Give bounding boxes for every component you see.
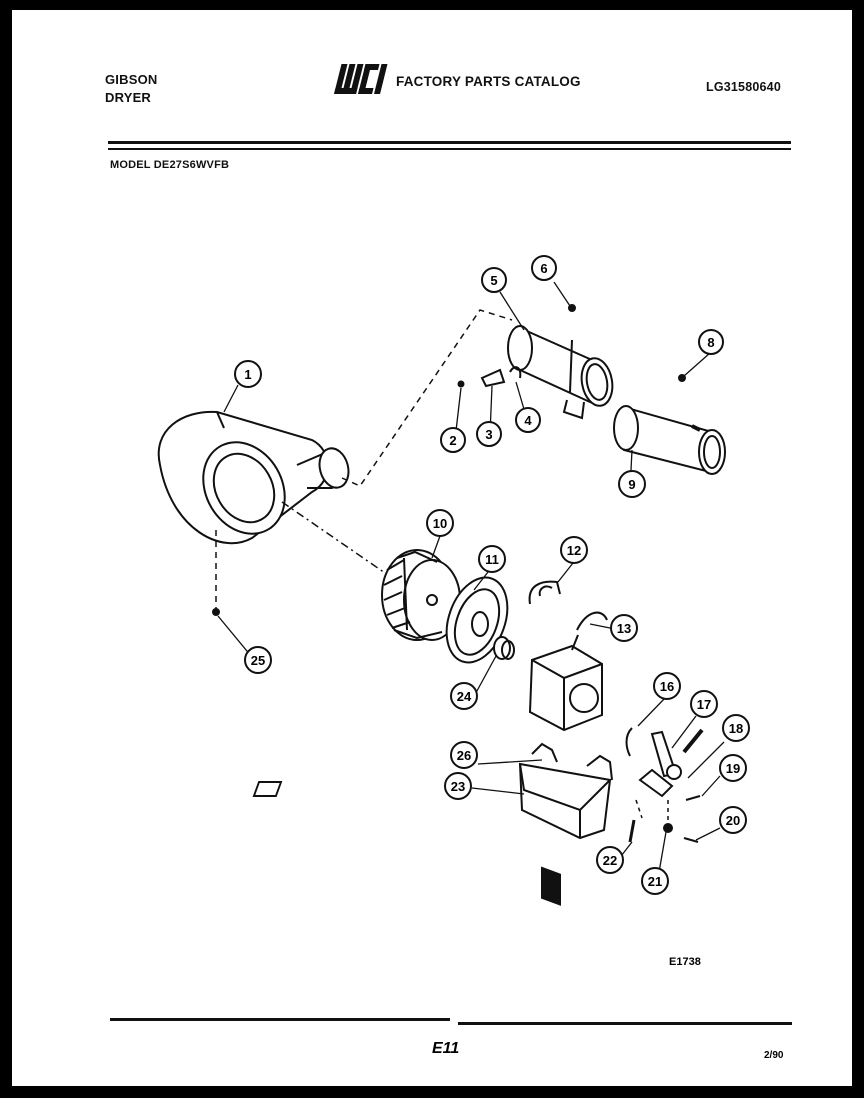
svg-text:22: 22 — [603, 853, 617, 868]
svg-text:1: 1 — [244, 367, 251, 382]
catalog-page: GIBSON DRYER FACTORY PARTS CATALOG LG315… — [12, 10, 852, 1086]
callout-21: 21 — [641, 867, 669, 895]
product-type: DRYER — [105, 90, 152, 105]
svg-text:23: 23 — [451, 779, 465, 794]
svg-text:6: 6 — [540, 261, 547, 276]
svg-text:12: 12 — [567, 543, 581, 558]
callout-25: 25 — [244, 646, 272, 674]
wci-logo — [332, 62, 394, 101]
header-rule-top — [108, 141, 791, 144]
svg-text:25: 25 — [251, 653, 265, 668]
header-rule-bottom — [108, 148, 791, 150]
svg-text:10: 10 — [433, 516, 447, 531]
callout-9: 9 — [618, 470, 646, 498]
callout-23: 23 — [444, 772, 472, 800]
svg-text:2: 2 — [449, 433, 456, 448]
callout-26: 26 — [450, 741, 478, 769]
catalog-number: LG31580640 — [706, 80, 781, 94]
seal-plate — [445, 576, 509, 664]
svg-text:26: 26 — [457, 748, 471, 763]
callout-24: 24 — [450, 682, 478, 710]
catalog-title: FACTORY PARTS CATALOG — [396, 74, 581, 89]
callout-11: 11 — [478, 545, 506, 573]
footer-rule-left — [110, 1018, 450, 1021]
svg-text:20: 20 — [726, 813, 740, 828]
callout-6: 6 — [531, 255, 557, 281]
heater-housing — [507, 325, 614, 420]
blower-housing — [157, 410, 350, 545]
callout-18: 18 — [722, 714, 750, 742]
revision-date: 2/90 — [764, 1050, 784, 1061]
svg-text:8: 8 — [707, 335, 714, 350]
brand-name: GIBSON — [105, 72, 158, 87]
model-number: MODEL DE27S6WVFB — [110, 159, 230, 171]
callout-17: 17 — [690, 690, 718, 718]
idler-spring — [625, 727, 633, 757]
exploded-parts-diagram: 1 2 3 4 5 6 8 9 10 11 12 13 16 17 18 19 … — [157, 255, 750, 906]
footer-rule-right — [458, 1022, 792, 1025]
svg-text:18: 18 — [729, 721, 743, 736]
callout-8: 8 — [698, 329, 724, 355]
svg-text:21: 21 — [648, 874, 662, 889]
svg-text:16: 16 — [660, 679, 674, 694]
heater-element — [613, 405, 726, 475]
svg-text:11: 11 — [485, 552, 499, 567]
svg-text:3: 3 — [485, 427, 492, 442]
page-number: E11 — [432, 1040, 460, 1057]
svg-text:4: 4 — [524, 413, 532, 428]
callout-13: 13 — [610, 614, 638, 642]
callout-4: 4 — [515, 407, 541, 433]
callout-22: 22 — [596, 846, 624, 874]
svg-text:19: 19 — [726, 761, 740, 776]
callout-2: 2 — [440, 427, 466, 453]
svg-text:24: 24 — [457, 689, 472, 704]
drive-motor — [528, 611, 608, 906]
idler-assembly — [638, 728, 704, 798]
svg-text:17: 17 — [697, 697, 711, 712]
svg-text:5: 5 — [490, 273, 497, 288]
callouts: 1 2 3 4 5 6 8 9 10 11 12 13 16 17 18 19 … — [234, 255, 750, 895]
motor-clip — [528, 580, 561, 605]
callout-3: 3 — [476, 421, 502, 447]
motor-mount — [252, 742, 613, 840]
callout-10: 10 — [426, 509, 454, 537]
callout-5: 5 — [481, 267, 507, 293]
svg-text:9: 9 — [628, 477, 635, 492]
svg-text:13: 13 — [617, 621, 631, 636]
callout-12: 12 — [560, 536, 588, 564]
blower-wheel — [381, 549, 461, 641]
callout-1: 1 — [234, 360, 262, 388]
figure-code: E1738 — [669, 956, 701, 968]
callout-20: 20 — [719, 806, 747, 834]
callout-16: 16 — [653, 672, 681, 700]
callout-19: 19 — [719, 754, 747, 782]
